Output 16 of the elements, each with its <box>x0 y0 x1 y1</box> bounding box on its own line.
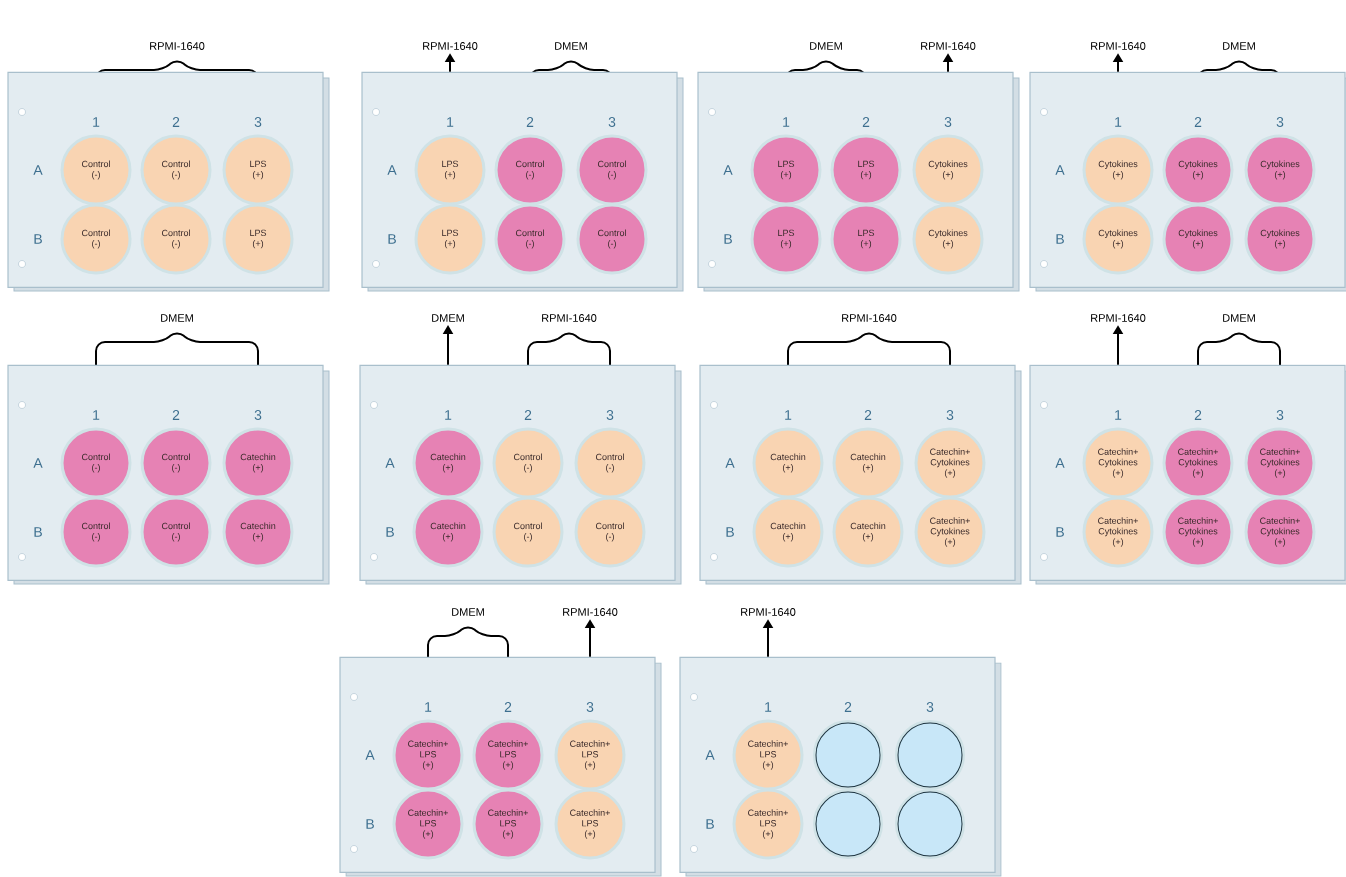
medium-label: DMEM <box>161 314 193 322</box>
medium-label: DMEM <box>1223 42 1255 50</box>
medium-label: DMEM <box>1223 314 1255 322</box>
medium-label: DMEM <box>810 42 842 50</box>
medium-label: RPMI-1640 <box>423 42 478 50</box>
medium-label: RPMI-1640 <box>150 42 205 50</box>
medium-label: RPMI-1640 <box>1091 314 1146 322</box>
medium-label: RPMI-1640 <box>842 314 897 322</box>
medium-label: RPMI-1640 <box>1091 42 1146 50</box>
medium-label: RPMI-1640 <box>563 608 618 616</box>
medium-label: DMEM <box>452 608 484 616</box>
medium-label: DMEM <box>432 314 464 322</box>
medium-label: RPMI-1640 <box>542 314 597 322</box>
medium-label: DMEM <box>555 42 587 50</box>
medium-label: RPMI-1640 <box>921 42 976 50</box>
medium-label: RPMI-1640 <box>741 608 796 616</box>
